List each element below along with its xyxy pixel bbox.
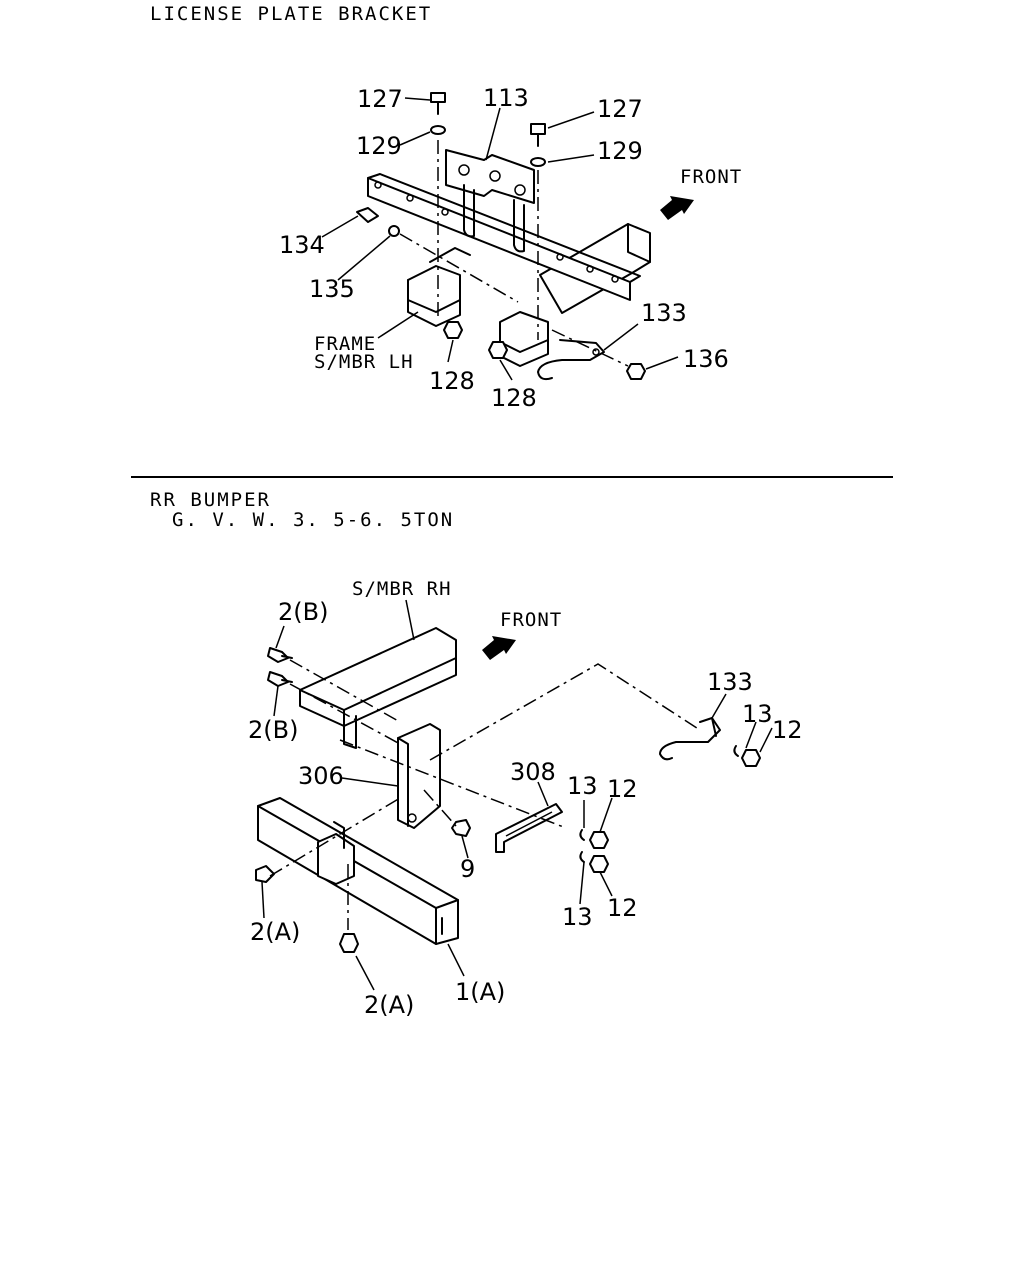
callout-127-left: 127 — [357, 85, 403, 113]
label-frame: FRAME — [314, 333, 376, 355]
washer-129-right — [530, 157, 546, 167]
callout-135: 135 — [309, 275, 355, 303]
callout-12-lower: 12 — [607, 894, 638, 922]
bolt-134 — [356, 207, 379, 223]
bolt-2b-upper — [267, 647, 289, 663]
tow-hook-rr — [659, 717, 721, 761]
nut-9 — [451, 819, 471, 837]
bracket-bar — [367, 177, 631, 301]
callout-2a-left: 2(A) — [250, 918, 300, 946]
section-title-rr-bumper: RR BUMPER — [150, 489, 271, 511]
washer-13-hook — [733, 745, 739, 757]
tow-hook — [537, 339, 605, 381]
bolt-2a-left — [255, 865, 275, 883]
front-arrow-icon-rr — [482, 636, 516, 660]
callout-127-right: 127 — [597, 95, 643, 123]
label-front-top: FRONT — [680, 166, 742, 188]
bolt-2a-bottom — [339, 933, 359, 953]
section-title-license-plate-bracket: LICENSE PLATE BRACKET — [150, 3, 433, 25]
callout-133: 133 — [641, 299, 687, 327]
callout-129-right: 129 — [597, 137, 643, 165]
callout-2a-bottom: 2(A) — [364, 991, 414, 1019]
callout-134: 134 — [279, 231, 325, 259]
section-subtitle-gvw: G. V. W. 3. 5-6. 5TON — [172, 509, 455, 531]
callout-308: 308 — [510, 758, 556, 786]
rr-bumper-illustration: 2(B) 2(B) 306 308 133 13 12 13 12 13 12 … — [248, 578, 803, 1019]
label-smbr-lh: S/MBR LH — [314, 351, 414, 373]
washer-129-left — [430, 125, 446, 135]
bolt-127-right — [530, 123, 546, 135]
callout-128-left: 128 — [429, 367, 475, 395]
nut-12-lower — [589, 855, 609, 873]
callout-13-hook: 13 — [742, 700, 773, 728]
callout-306: 306 — [298, 762, 344, 790]
label-smbr-rh: S/MBR RH — [352, 578, 452, 600]
stay-308 — [495, 803, 563, 853]
front-arrow-icon — [660, 196, 694, 220]
callout-12-upper: 12 — [607, 775, 638, 803]
callout-2b-upper: 2(B) — [278, 598, 328, 626]
callout-13-upper: 13 — [567, 772, 598, 800]
license-plate-bracket-illustration: 127 129 113 127 129 134 135 128 128 133 … — [279, 84, 742, 412]
callout-12-hook: 12 — [772, 716, 803, 744]
nut-128-left — [443, 321, 463, 339]
callout-9: 9 — [460, 855, 475, 883]
callout-136: 136 — [683, 345, 729, 373]
callout-128-right: 128 — [491, 384, 537, 412]
bolt-127-left — [430, 92, 446, 103]
washer-13-upper — [579, 829, 585, 841]
bolt-2b-lower — [267, 671, 289, 687]
nut-12-upper — [589, 831, 609, 849]
nut-136 — [626, 363, 646, 380]
nut-12-hook — [741, 749, 761, 767]
washer-13-lower — [579, 851, 585, 863]
nut-128-right — [488, 341, 508, 359]
frame-member-lh — [407, 265, 461, 313]
callout-113: 113 — [483, 84, 529, 112]
washer-135 — [388, 225, 400, 237]
callout-2b-lower: 2(B) — [248, 716, 298, 744]
callout-1a: 1(A) — [455, 978, 505, 1006]
callout-129-left: 129 — [356, 132, 402, 160]
lower-bracket-right — [499, 311, 549, 353]
callout-13-lower: 13 — [562, 903, 593, 931]
section-divider — [131, 476, 893, 478]
side-member-rh — [299, 627, 457, 727]
callout-133-rr: 133 — [707, 668, 753, 696]
label-front-bottom: FRONT — [500, 609, 562, 631]
